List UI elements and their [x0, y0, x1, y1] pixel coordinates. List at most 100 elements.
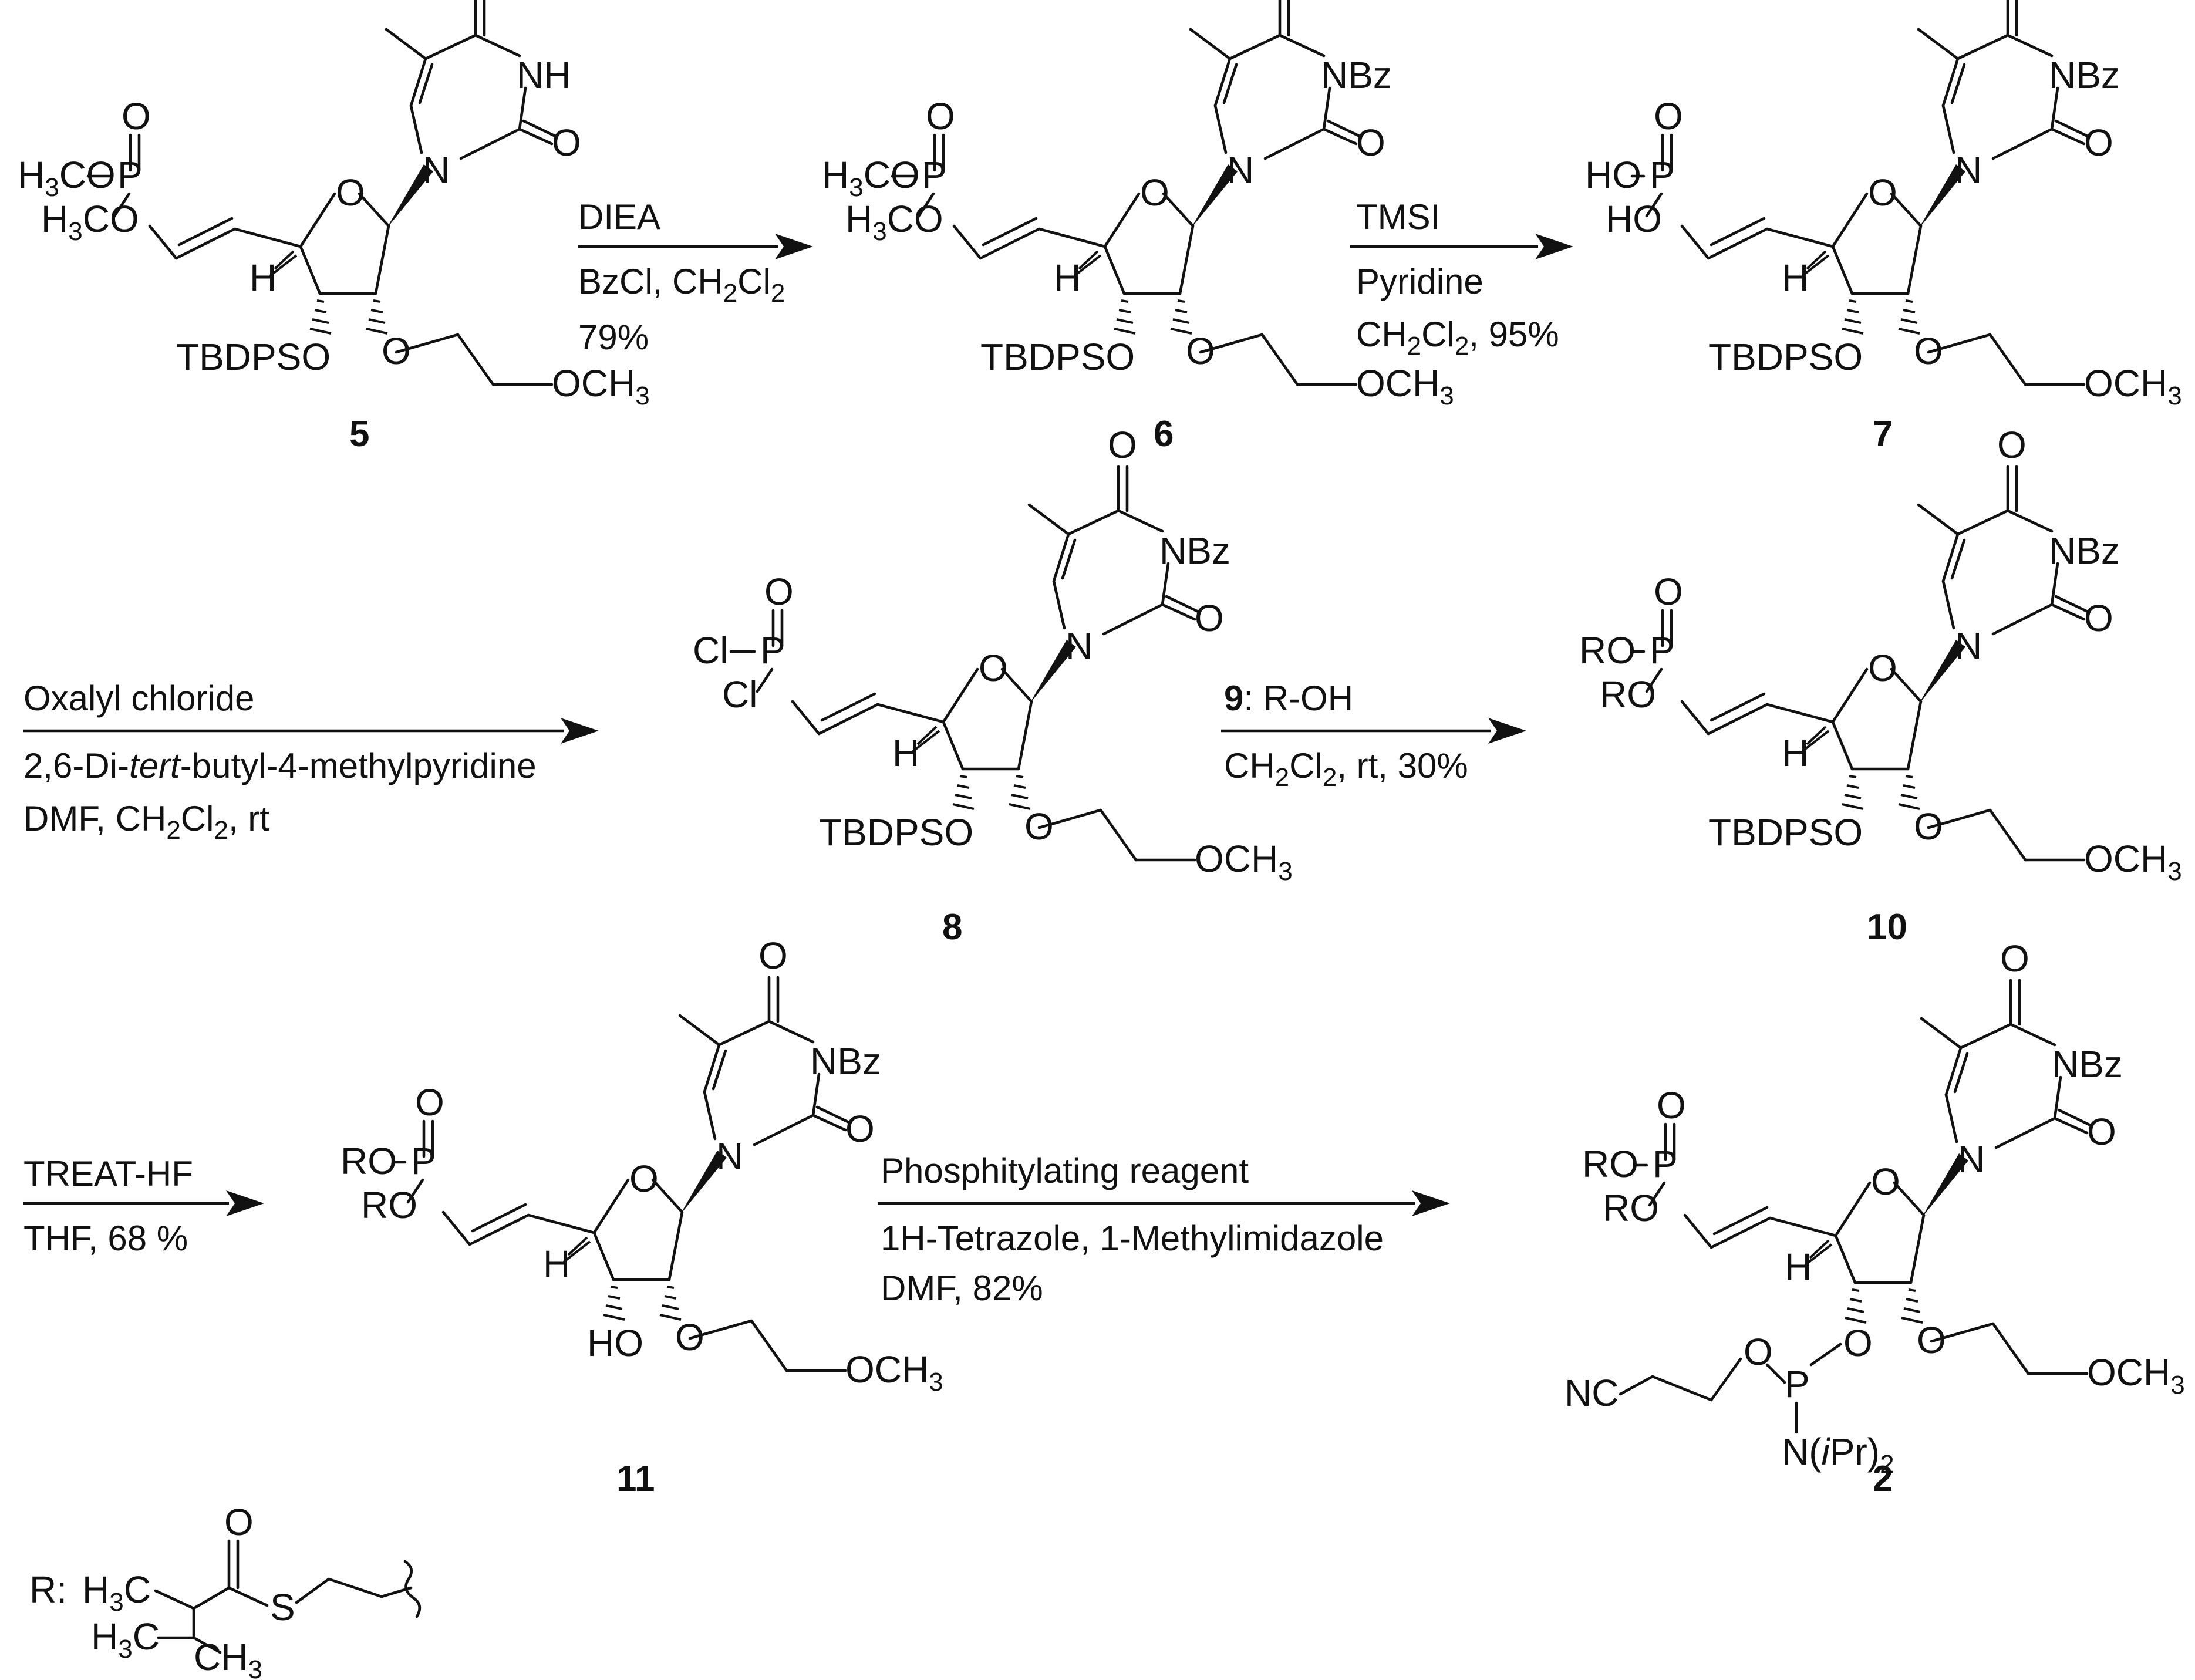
svg-text:O: O	[1024, 805, 1054, 848]
svg-text:H3CO: H3CO	[845, 198, 943, 246]
svg-text:N: N	[716, 1135, 743, 1178]
reaction-arrow-4: 9: R-OH CH2Cl2, rt, 30%	[1221, 679, 1526, 792]
svg-text:TMSI: TMSI	[1356, 197, 1440, 237]
svg-text:RO: RO	[1600, 673, 1656, 716]
base-n3: NH	[517, 54, 571, 96]
svg-text:OCH3: OCH3	[2084, 838, 2182, 886]
compound-label-8: 8	[942, 907, 962, 947]
svg-text:NBz: NBz	[2049, 529, 2120, 572]
svg-text:NBz: NBz	[2049, 54, 2120, 96]
svg-text:O: O	[2084, 122, 2113, 164]
svg-text:Cl: Cl	[722, 673, 757, 716]
reaction-arrow-1: DIEA BzCl, CH2Cl2 79%	[578, 197, 813, 357]
svg-text:TBDPSO: TBDPSO	[819, 811, 973, 854]
compound-label-11: 11	[616, 1459, 655, 1499]
reaction-arrow-6: Phosphitylating reagent 1H-Tetrazole, 1-…	[878, 1151, 1450, 1308]
svg-text:H: H	[249, 257, 277, 299]
svg-text:O: O	[1356, 122, 1385, 164]
svg-text:NBz: NBz	[810, 1040, 881, 1082]
compound-10: O N O NBz O P O RO RO H TBDPSO O OCH3	[1579, 424, 2182, 886]
carbonyl-o: O	[224, 1501, 254, 1543]
svg-text:O: O	[979, 647, 1008, 689]
svg-text:HO: HO	[587, 1322, 643, 1364]
svg-text:CH2Cl2, 95%: CH2Cl2, 95%	[1356, 315, 1559, 360]
svg-text:2,6-Di-tert-butyl-4-methylpyri: 2,6-Di-tert-butyl-4-methylpyridine	[23, 746, 537, 785]
compound-5: O N O NH O P O H3CO H3CO H TBDPSO O OCH3	[18, 0, 650, 410]
svg-text:O: O	[1654, 571, 1683, 613]
reaction-arrow-2: TMSI Pyridine CH2Cl2, 95%	[1350, 197, 1573, 360]
svg-text:N(iPr)2: N(iPr)2	[1782, 1431, 1894, 1479]
svg-text:H3C: H3C	[82, 1568, 151, 1617]
svg-text:H3C: H3C	[91, 1615, 160, 1664]
svg-text:DMF, 82%: DMF, 82%	[881, 1269, 1043, 1308]
svg-text:BzCl, CH2Cl2: BzCl, CH2Cl2	[578, 262, 785, 308]
svg-text:O: O	[2087, 1111, 2116, 1153]
svg-text:OCH3: OCH3	[2084, 362, 2182, 410]
thio-s: S	[270, 1586, 295, 1628]
svg-text:O: O	[1744, 1331, 1773, 1373]
svg-text:P: P	[411, 1140, 436, 1182]
svg-text:P: P	[1785, 1363, 1810, 1405]
svg-text:O: O	[415, 1081, 444, 1124]
svg-text:N: N	[1958, 1138, 1985, 1180]
svg-text:O: O	[675, 1316, 704, 1358]
svg-text:P: P	[1653, 1143, 1678, 1185]
svg-text:N: N	[1066, 625, 1093, 667]
compound-label-10: 10	[1867, 907, 1907, 947]
svg-text:N: N	[1227, 149, 1254, 191]
svg-text:OCH3: OCH3	[1195, 838, 1293, 886]
svg-text:O: O	[1868, 171, 1897, 214]
compound-label-6: 6	[1154, 414, 1174, 454]
compound-label-5: 5	[349, 414, 369, 454]
svg-text:P: P	[760, 629, 785, 672]
svg-text:THF, 68 %: THF, 68 %	[23, 1219, 188, 1258]
svg-text:O: O	[845, 1108, 875, 1150]
compound-2: O N O NBz O P O RO RO H O O OCH3 P O NC …	[1565, 937, 2185, 1479]
svg-text:TBDPSO: TBDPSO	[1708, 336, 1863, 378]
svg-text:O: O	[1871, 1161, 1900, 1203]
svg-text:O: O	[382, 330, 411, 372]
svg-text:TBDPSO: TBDPSO	[980, 336, 1135, 378]
svg-text:H: H	[1785, 1246, 1812, 1288]
methoxy-group: OCH3	[552, 362, 650, 410]
svg-text:O: O	[1195, 597, 1224, 639]
svg-text:RO: RO	[1603, 1187, 1659, 1229]
svg-text:H3CO: H3CO	[41, 198, 139, 246]
compound-7: O N O NBz O P O HO HO H TBDPSO O OCH3	[1585, 0, 2182, 410]
svg-text:O: O	[1657, 1084, 1686, 1126]
svg-text:H3CO: H3CO	[822, 154, 920, 202]
svg-text:79%: 79%	[578, 318, 649, 357]
svg-text:TREAT-HF: TREAT-HF	[23, 1154, 193, 1193]
svg-text:O: O	[2000, 937, 2029, 980]
svg-text:P: P	[117, 154, 143, 196]
svg-text:1H-Tetrazole, 1-Methylimidazol: 1H-Tetrazole, 1-Methylimidazole	[881, 1219, 1384, 1258]
reaction-arrow-5: TREAT-HF THF, 68 %	[23, 1154, 264, 1258]
svg-text:H3CO: H3CO	[18, 154, 116, 202]
svg-text:NBz: NBz	[1159, 529, 1230, 572]
compound-label-7: 7	[1873, 414, 1893, 454]
svg-text:N: N	[423, 149, 450, 191]
svg-text:TBDPSO: TBDPSO	[1708, 811, 1863, 854]
svg-text:H: H	[1782, 732, 1809, 774]
reaction-arrow-3: Oxalyl chloride 2,6-Di-tert-butyl-4-meth…	[23, 679, 599, 845]
svg-text:O: O	[926, 95, 955, 137]
svg-text:O: O	[1108, 424, 1137, 466]
svg-text:H: H	[1782, 257, 1809, 299]
svg-text:DMF, CH2Cl2, rt: DMF, CH2Cl2, rt	[23, 799, 269, 845]
sugar-3-substituent: TBDPSO	[176, 336, 331, 378]
svg-text:9: R-OH: 9: R-OH	[1224, 679, 1353, 718]
svg-text:O: O	[1868, 647, 1897, 689]
svg-text:Cl: Cl	[693, 629, 728, 672]
base-n3: NBz	[1321, 54, 1392, 96]
svg-text:O: O	[1914, 330, 1943, 372]
svg-text:OCH3: OCH3	[845, 1348, 943, 1396]
svg-text:H: H	[892, 732, 919, 774]
svg-text:O: O	[764, 571, 794, 613]
svg-text:O: O	[1997, 424, 2027, 466]
svg-text:O: O	[1654, 95, 1683, 137]
compound-8: O N O NBz O P O Cl Cl H TBDPSO O OCH3	[693, 424, 1293, 886]
svg-text:H: H	[1054, 257, 1081, 299]
svg-text:O: O	[2084, 597, 2113, 639]
svg-text:O: O	[758, 935, 788, 977]
svg-text:N: N	[1955, 149, 1982, 191]
